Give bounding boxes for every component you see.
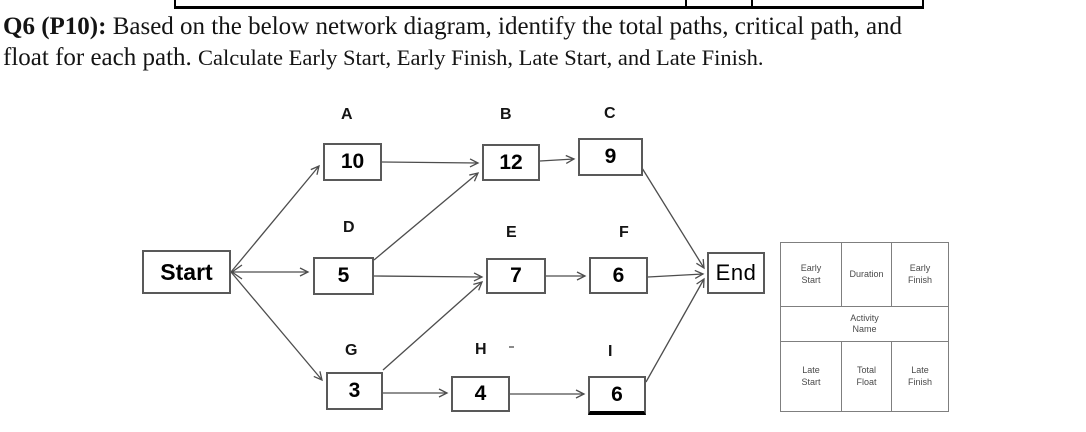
node-duration-f: 6	[612, 263, 625, 287]
legend-early-finish: Early Finish	[892, 243, 948, 307]
question-line1-text: Based on the below network diagram, iden…	[112, 13, 903, 40]
node-duration-b: 12	[499, 150, 523, 174]
node-duration-d: 5	[337, 264, 350, 287]
node-box-b: 12	[482, 144, 540, 181]
question-text: Q6 (P10): Based on the below network dia…	[3, 11, 1085, 73]
node-label-e: E	[506, 224, 517, 241]
edge-a-to-b	[381, 158, 480, 168]
end-node: End	[707, 252, 765, 294]
stray-mark	[509, 346, 514, 348]
node-label-a: A	[341, 106, 353, 123]
legend-activity-name: Activity Name	[781, 307, 948, 342]
node-box-i: 6	[588, 376, 646, 415]
node-box-g: 3	[326, 372, 383, 410]
node-label-g: G	[345, 342, 358, 359]
node-box-f: 6	[589, 257, 648, 294]
legend-early-start: Early Start	[781, 243, 842, 307]
cropped-table-edge	[0, 0, 1086, 12]
node-box-c: 9	[578, 138, 643, 176]
node-box-h: 4	[451, 376, 510, 412]
legend-late-start: Late Start	[781, 342, 842, 411]
cropped-table-column-line	[922, 0, 924, 9]
question-line2-subtext: Calculate Early Start, Early Finish, Lat…	[198, 45, 764, 70]
start-node: Start	[142, 250, 231, 294]
edge-b-to-c	[539, 154, 576, 165]
legend-total-float: Total Float	[842, 342, 892, 411]
legend-late-finish: Late Finish	[907, 365, 932, 387]
edge-c-to-end	[641, 167, 705, 270]
node-duration-h: 4	[474, 382, 487, 405]
node-box-a: 10	[323, 143, 382, 181]
node-duration-c: 9	[604, 145, 617, 168]
cropped-table-bottom-border	[174, 6, 924, 9]
question-number: Q6 (P10):	[3, 13, 107, 40]
start-node-label: Start	[160, 258, 213, 285]
node-label-f: F	[619, 224, 629, 241]
node-label-b: B	[500, 106, 512, 123]
node-label-i: I	[608, 343, 613, 360]
legend-duration: Duration	[842, 243, 892, 307]
edge-start-to-a	[230, 164, 320, 273]
arrowhead-into-start	[230, 264, 243, 280]
edge-d-to-b	[373, 172, 480, 261]
node-duration-a: 10	[340, 150, 365, 173]
end-node-label: End	[715, 260, 757, 285]
edge-g-to-e	[382, 281, 484, 371]
edge-start-to-g	[230, 271, 323, 382]
edge-d-to-e	[373, 272, 484, 282]
node-label-h: H	[475, 341, 487, 358]
cropped-table-column-line	[685, 0, 687, 9]
node-label-d: D	[343, 219, 355, 236]
edge-i-to-end	[645, 277, 705, 383]
question-line-1: Q6 (P10): Based on the below network dia…	[3, 11, 1085, 42]
node-box-d: 5	[313, 257, 374, 295]
node-label-c: C	[604, 105, 616, 122]
node-box-e: 7	[486, 258, 546, 294]
node-duration-g: 3	[348, 379, 361, 402]
question-line-2: float for each path. Calculate Early Sta…	[3, 42, 1085, 73]
edge-f-to-end	[647, 269, 705, 279]
legend-table: Early Start Duration Early Finish Activi…	[780, 242, 949, 412]
node-duration-i: 6	[611, 382, 623, 406]
question-line2-text: float for each path.	[3, 44, 192, 71]
cropped-table-column-line	[174, 0, 176, 9]
node-duration-e: 7	[510, 264, 522, 287]
cropped-table-column-line	[751, 0, 753, 9]
